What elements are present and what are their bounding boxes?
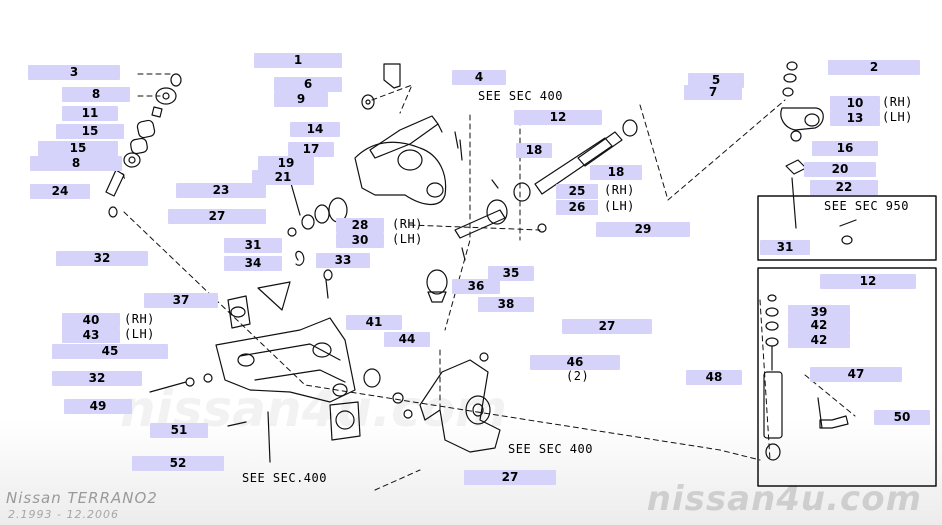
section-reference[interactable]: SEE SEC.400: [242, 471, 327, 485]
part-label[interactable]: 30: [336, 233, 384, 248]
part-label[interactable]: 8: [30, 156, 122, 171]
part-label[interactable]: 2: [828, 60, 920, 75]
section-reference[interactable]: SEE SEC 950: [824, 199, 909, 213]
part-label[interactable]: 42: [788, 333, 850, 348]
part-label[interactable]: 15: [56, 124, 124, 139]
vehicle-model: Nissan TERRANO2: [6, 489, 158, 507]
stabilizer-link: [780, 61, 857, 245]
part-label[interactable]: 45: [52, 344, 168, 359]
part-label[interactable]: 7: [684, 85, 742, 100]
part-label[interactable]: 34: [224, 256, 282, 271]
part-side: (LH): [604, 199, 635, 213]
steering-knuckle: [363, 352, 501, 453]
upper-link: [289, 63, 463, 216]
part-label[interactable]: 23: [176, 183, 266, 198]
part-side: (RH): [392, 217, 423, 231]
part-label[interactable]: 12: [820, 274, 916, 289]
part-label[interactable]: 50: [874, 410, 930, 425]
bolts: [149, 247, 466, 463]
sec950-box: [757, 195, 937, 261]
part-label[interactable]: 3: [28, 65, 120, 80]
shock-box: [757, 267, 937, 487]
part-label[interactable]: 42: [788, 318, 850, 333]
part-label[interactable]: 48: [686, 370, 742, 385]
production-dates: 2.1993 - 12.2006: [8, 508, 119, 521]
part-label[interactable]: 43: [62, 328, 120, 343]
part-label[interactable]: 25: [556, 184, 598, 199]
part-label[interactable]: 24: [30, 184, 90, 199]
part-side: (RH): [124, 312, 155, 326]
part-label[interactable]: 14: [290, 122, 340, 137]
part-label[interactable]: 5: [688, 73, 744, 88]
part-label[interactable]: 18: [590, 165, 642, 180]
part-label[interactable]: 49: [64, 399, 132, 414]
part-label[interactable]: 29: [596, 222, 690, 237]
part-label[interactable]: 31: [224, 238, 282, 253]
ball-joint: [227, 269, 448, 329]
tension-rod: [454, 119, 638, 239]
part-side: (LH): [392, 232, 423, 246]
part-label[interactable]: 46: [530, 355, 620, 370]
part-label[interactable]: 36: [452, 279, 500, 294]
part-label[interactable]: 11: [62, 106, 118, 121]
left-bushings: [105, 73, 182, 218]
part-side: (2): [566, 369, 590, 383]
part-label[interactable]: 35: [488, 266, 534, 281]
section-reference[interactable]: SEE SEC 400: [508, 442, 593, 456]
part-side: (LH): [882, 110, 913, 124]
part-label[interactable]: 39: [788, 305, 850, 320]
part-label[interactable]: 10: [830, 96, 880, 111]
part-label[interactable]: 33: [316, 253, 370, 268]
part-label[interactable]: 52: [132, 456, 224, 471]
part-label[interactable]: 27: [464, 470, 556, 485]
part-label[interactable]: 41: [346, 315, 402, 330]
part-label[interactable]: 20: [804, 162, 876, 177]
part-label[interactable]: 6: [274, 77, 342, 92]
part-label[interactable]: 28: [336, 218, 384, 233]
part-label[interactable]: 37: [144, 293, 218, 308]
part-label[interactable]: 31: [760, 240, 810, 255]
part-label[interactable]: 27: [168, 209, 266, 224]
part-side: (LH): [124, 327, 155, 341]
part-label[interactable]: 15: [38, 141, 118, 156]
part-label[interactable]: 16: [812, 141, 878, 156]
part-label[interactable]: 32: [52, 371, 142, 386]
part-label[interactable]: 9: [274, 92, 328, 107]
part-label[interactable]: 22: [810, 180, 878, 195]
part-label[interactable]: 8: [62, 87, 130, 102]
part-label[interactable]: 21: [252, 170, 314, 185]
part-label[interactable]: 32: [56, 251, 148, 266]
part-label[interactable]: 40: [62, 313, 120, 328]
vehicle-model-name: TERRANO2: [67, 489, 158, 507]
part-label[interactable]: 19: [258, 156, 314, 171]
section-reference[interactable]: SEE SEC 400: [478, 89, 563, 103]
part-label[interactable]: 12: [514, 110, 602, 125]
vehicle-make: Nissan: [6, 489, 62, 507]
brand-logo: nissan4u.com: [646, 479, 922, 519]
part-side: (RH): [882, 95, 913, 109]
part-label[interactable]: 51: [150, 423, 208, 438]
part-label[interactable]: 18: [516, 143, 552, 158]
part-label[interactable]: 17: [288, 142, 334, 157]
part-label[interactable]: 1: [254, 53, 342, 68]
part-side: (RH): [604, 183, 635, 197]
shock-absorber: [763, 294, 849, 461]
part-label[interactable]: 44: [384, 332, 430, 347]
part-label[interactable]: 47: [810, 367, 902, 382]
part-label[interactable]: 13: [830, 111, 880, 126]
upper-bushings: [287, 197, 348, 299]
part-label[interactable]: 4: [452, 70, 506, 85]
lower-arm: [215, 317, 361, 441]
part-label[interactable]: 26: [556, 200, 598, 215]
part-label[interactable]: 27: [562, 319, 652, 334]
part-label[interactable]: 38: [478, 297, 534, 312]
